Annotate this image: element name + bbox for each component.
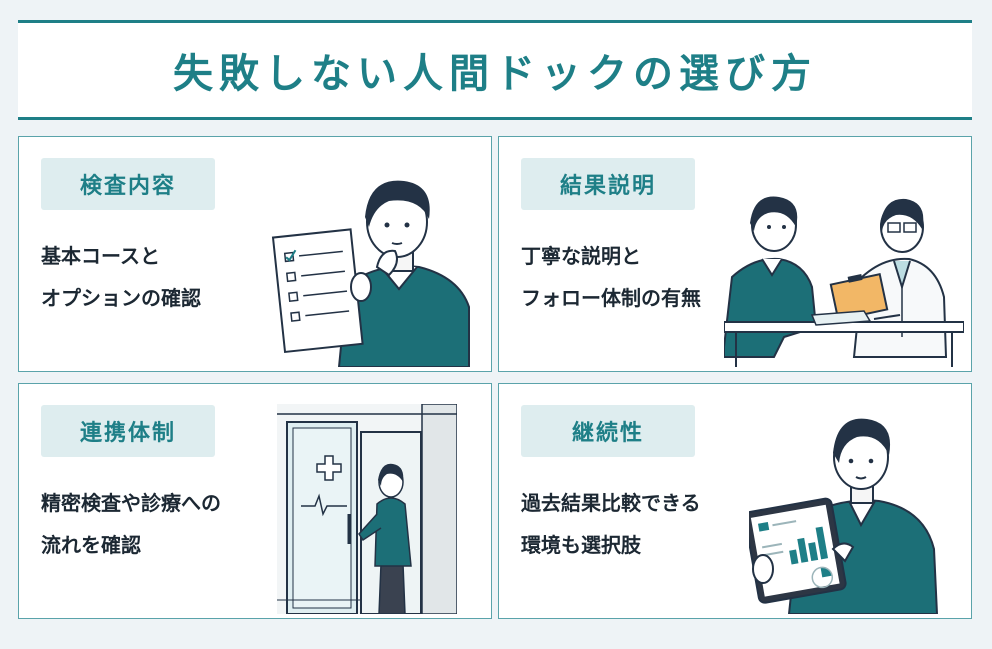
card-exam-contents: 検査内容 基本コースと オプションの確認	[18, 136, 492, 372]
card-label: 連携体制	[41, 405, 215, 457]
card-coordination-system: 連携体制 精密検査や診療への 流れを確認	[18, 383, 492, 619]
man-tablet-icon	[749, 409, 959, 614]
title-banner: 失敗しない人間ドックの選び方	[18, 20, 972, 120]
clinic-door-icon	[277, 404, 457, 614]
page-title: 失敗しない人間ドックの選び方	[173, 51, 817, 97]
card-text-line: オプションの確認	[41, 286, 201, 310]
card-label: 継続性	[521, 405, 695, 457]
card-continuity: 継続性 過去結果比較できる 環境も選択肢	[498, 383, 972, 619]
card-label: 検査内容	[41, 158, 215, 210]
card-text-line: 環境も選択肢	[521, 533, 641, 557]
card-text-line: フォロー体制の有無	[521, 286, 701, 310]
card-text-line: 丁寧な説明と	[521, 244, 641, 268]
card-description: 過去結果比較できる 環境も選択肢	[521, 482, 701, 566]
card-result-explanation: 結果説明 丁寧な説明と フォロー体制の有無	[498, 136, 972, 372]
card-description: 基本コースと オプションの確認	[41, 235, 201, 319]
card-text-line: 基本コースと	[41, 244, 160, 268]
doctor-consultation-icon	[724, 187, 964, 367]
card-description: 丁寧な説明と フォロー体制の有無	[521, 235, 701, 319]
card-description: 精密検査や診療への 流れを確認	[41, 482, 221, 566]
card-text-line: 精密検査や診療への	[41, 491, 221, 515]
man-checklist-icon	[269, 167, 474, 367]
card-text-line: 流れを確認	[41, 533, 141, 557]
card-label: 結果説明	[521, 158, 695, 210]
card-text-line: 過去結果比較できる	[521, 491, 701, 515]
